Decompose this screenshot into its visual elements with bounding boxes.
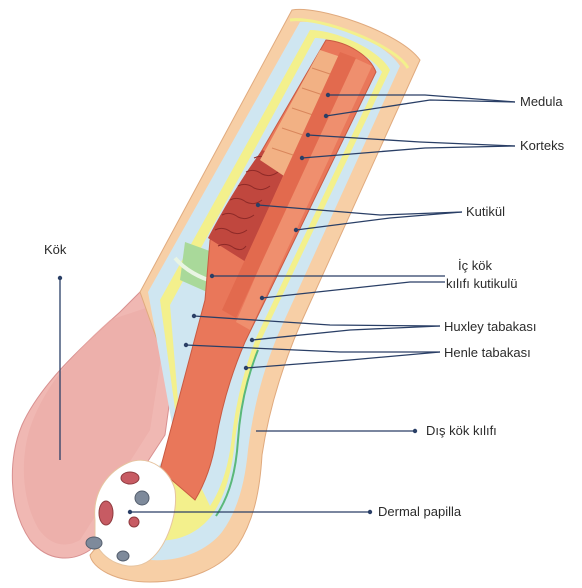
papilla-cell	[121, 472, 139, 484]
papilla-cell	[129, 517, 139, 527]
label-korteks: Korteks	[520, 138, 565, 153]
label-ic-kok-line2: kılıfı kutikulü	[446, 276, 518, 291]
label-henle: Henle tabakası	[444, 345, 531, 360]
label-kutikul: Kutikül	[466, 204, 505, 219]
label-dis-kok: Dış kök kılıfı	[426, 423, 497, 438]
papilla-cell	[99, 501, 113, 525]
label-ic-kok-line1: İç kök	[458, 258, 492, 273]
label-huxley: Huxley tabakası	[444, 319, 537, 334]
label-dermal-papilla: Dermal papilla	[378, 504, 462, 519]
label-medula: Medula	[520, 94, 563, 109]
label-kok: Kök	[44, 242, 67, 257]
papilla-cell	[117, 551, 129, 561]
papilla-cell	[86, 537, 102, 549]
papilla-cell	[135, 491, 149, 505]
